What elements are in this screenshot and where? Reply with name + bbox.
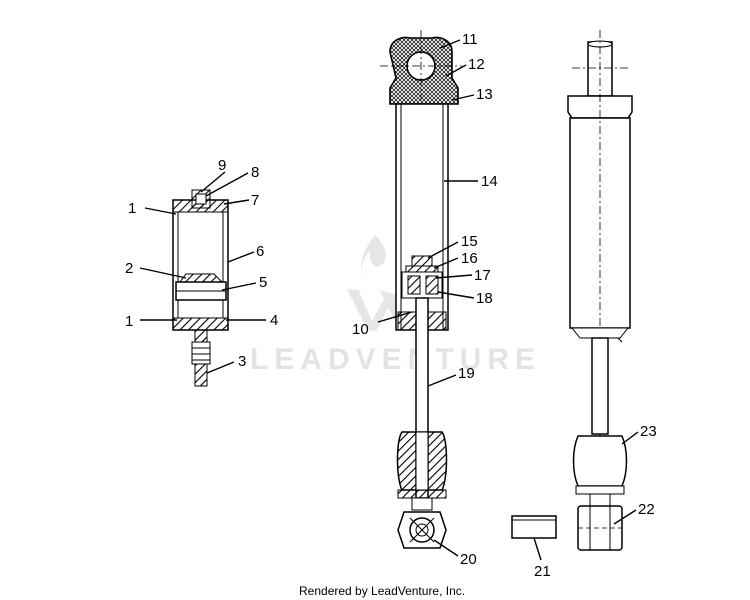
watermark-text: LEADVENTURE: [250, 343, 541, 376]
callout-10: 10: [352, 321, 369, 338]
leader-lines: [139, 39, 639, 561]
callout-7: 7: [251, 192, 259, 209]
bushing-part: [511, 515, 557, 539]
callout-9: 9: [218, 157, 226, 174]
reservoir-assembly: [172, 189, 229, 387]
callout-13: 13: [476, 86, 493, 103]
callout-23: 23: [640, 423, 657, 440]
callout-20: 20: [460, 551, 477, 568]
callout-19: 19: [458, 365, 475, 382]
callout-1-top: 1: [128, 200, 136, 217]
watermark-logo-icon: [361, 235, 386, 280]
callout-6: 6: [256, 243, 264, 260]
footer-credit: Rendered by LeadVenture, Inc.: [299, 584, 465, 598]
callout-14: 14: [481, 173, 498, 190]
callout-16: 16: [461, 250, 478, 267]
callout-21: 21: [534, 563, 551, 580]
callout-15: 15: [461, 233, 478, 250]
callout-11: 11: [462, 31, 478, 48]
callout-5: 5: [259, 274, 267, 291]
callout-12: 12: [468, 56, 485, 73]
shock-section-assembly: [380, 30, 462, 549]
callout-17: 17: [474, 267, 491, 284]
callout-3: 3: [238, 353, 246, 370]
callout-8: 8: [251, 164, 259, 181]
callout-4: 4: [270, 312, 278, 329]
callout-labels: 1 2 1 3 4 5 6 7 8 9 10 11 12 13 14 15 16…: [125, 31, 657, 580]
callout-2: 2: [125, 260, 133, 277]
callout-1-bottom: 1: [125, 313, 133, 330]
shock-exterior-assembly: [567, 30, 633, 551]
callout-22: 22: [638, 501, 655, 518]
callout-18: 18: [476, 290, 493, 307]
